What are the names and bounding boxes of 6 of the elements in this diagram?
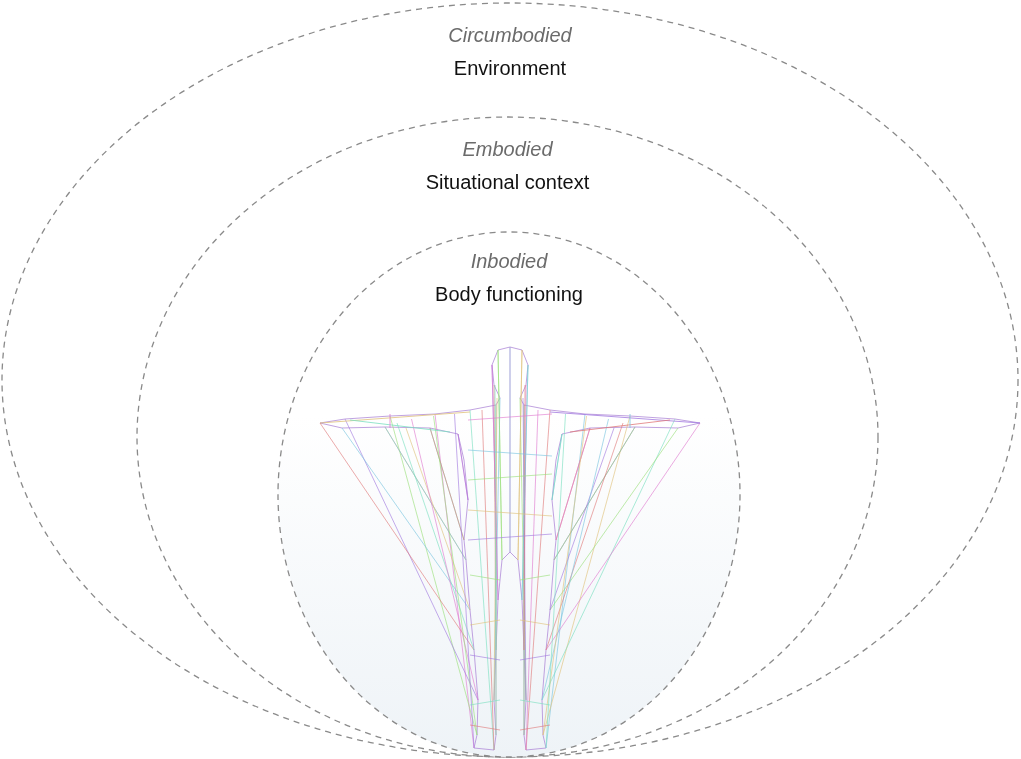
layer-description: Body functioning	[435, 282, 583, 306]
layer-name: Embodied	[462, 137, 553, 161]
layer-description: Situational context	[425, 170, 590, 194]
layer-name: Inbodied	[470, 249, 548, 273]
layer-description: Environment	[453, 56, 567, 80]
layer-name: Circumbodied	[448, 23, 572, 47]
